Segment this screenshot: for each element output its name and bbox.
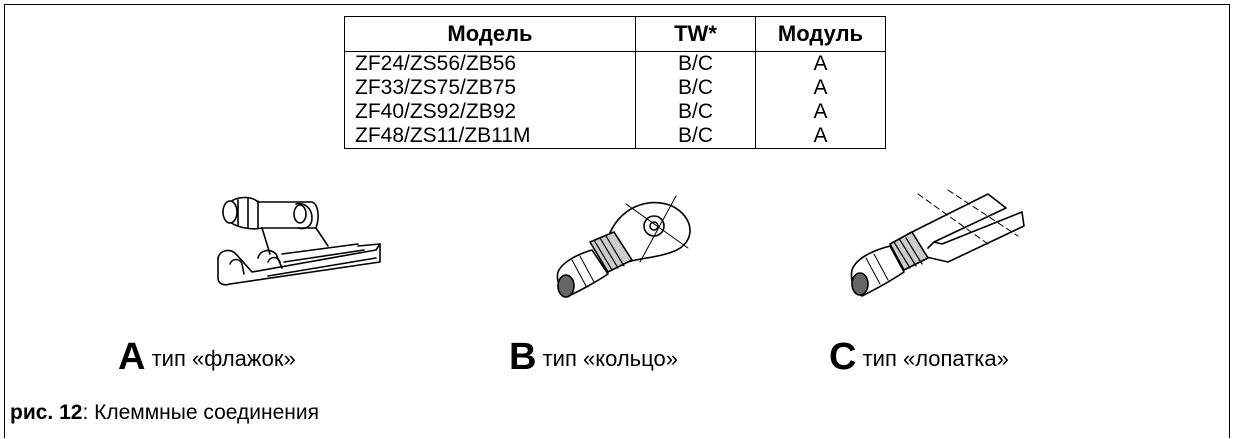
cell-model: ZF40/ZS92/ZB92 (344, 100, 636, 124)
terminal-label: тип «кольцо» (542, 346, 678, 371)
terminal-letter: C (829, 336, 857, 378)
ring-terminal-icon (556, 195, 691, 298)
table-row: ZF40/ZS92/ZB92 B/C A (344, 100, 886, 124)
figure-separator: : (82, 401, 95, 424)
table-row: ZF33/ZS75/ZB75 B/C A (344, 76, 886, 100)
terminal-letter: B (509, 336, 537, 378)
column-header-module: Модуль (755, 16, 886, 52)
cell-tw: B/C (635, 51, 756, 76)
flag-terminal-icon (217, 196, 381, 286)
table-row: ZF48/ZS11/ZB11M B/C A (344, 124, 886, 149)
terminal-caption-c: C тип «лопатка» (829, 336, 1009, 379)
cell-tw: B/C (635, 76, 756, 100)
figure-number: рис. 12 (10, 401, 83, 424)
table-header-row: Модель TW* Модуль (344, 16, 886, 52)
figure-frame (4, 4, 1230, 438)
cell-model: ZF24/ZS56/ZB56 (344, 51, 636, 76)
cell-tw: B/C (635, 124, 756, 149)
cell-tw: B/C (635, 100, 756, 124)
cell-module: A (755, 51, 886, 76)
cell-module: A (755, 76, 886, 100)
cell-module: A (755, 100, 886, 124)
cell-model: ZF33/ZS75/ZB75 (344, 76, 636, 100)
terminal-letter: A (118, 336, 146, 378)
model-table: Модель TW* Модуль ZF24/ZS56/ZB56 B/C A Z… (344, 16, 886, 149)
cell-module: A (755, 124, 886, 149)
terminal-label: тип «флажок» (151, 346, 296, 371)
spade-terminal-icon (850, 189, 1025, 297)
column-header-tw: TW* (635, 16, 756, 52)
terminal-caption-a: A тип «флажок» (118, 336, 296, 379)
figure-title: Клеммные соединения (94, 401, 319, 424)
terminal-label: тип «лопатка» (862, 346, 1009, 371)
terminal-caption-b: B тип «кольцо» (509, 336, 678, 379)
column-header-model: Модель (344, 16, 636, 52)
table-row: ZF24/ZS56/ZB56 B/C A (344, 51, 886, 76)
figure-caption: рис. 12: Клеммные соединения (10, 401, 319, 425)
cell-model: ZF48/ZS11/ZB11M (344, 124, 636, 149)
